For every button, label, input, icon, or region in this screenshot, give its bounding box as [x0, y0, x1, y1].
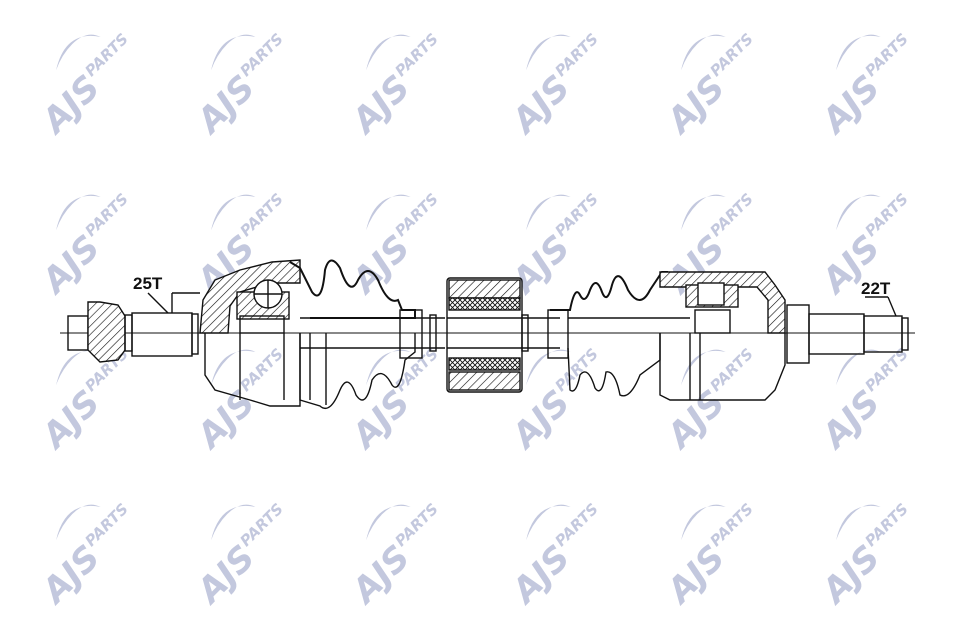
right-spline-shaft: [786, 296, 909, 364]
inner-boot: [547, 271, 690, 397]
outer-cv-joint: [199, 259, 301, 407]
outer-boot: [289, 259, 416, 410]
spline-count-left: 25T: [133, 274, 163, 293]
left-hub: [67, 301, 126, 363]
vibration-damper: [446, 277, 523, 393]
leader-25t: [147, 292, 169, 314]
left-spline-shaft: [124, 292, 200, 357]
spline-count-right: 22T: [861, 279, 891, 298]
inner-cv-joint: [659, 271, 786, 401]
